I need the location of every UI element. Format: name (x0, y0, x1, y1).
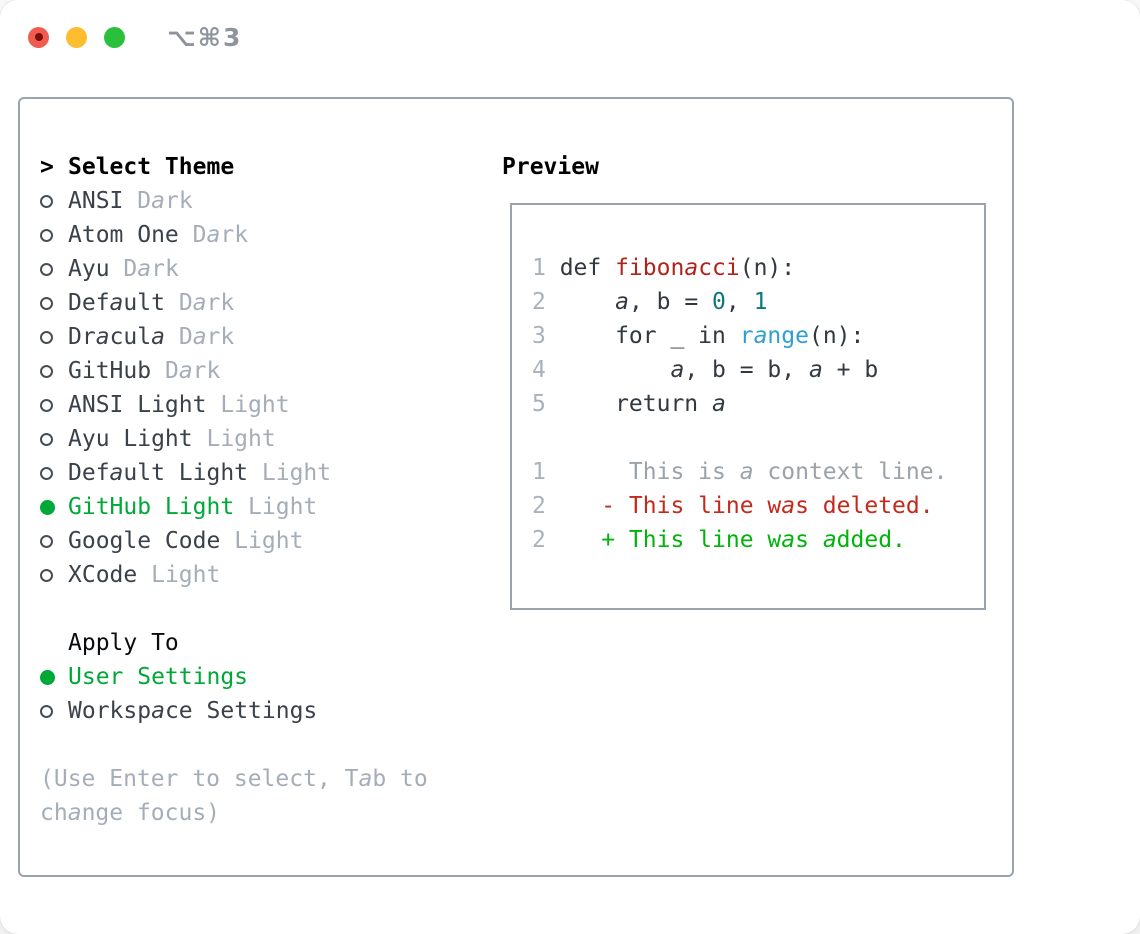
theme-name: Ayu Dark (68, 256, 179, 282)
radio-selected-icon (40, 669, 68, 685)
theme-option-atom-one[interactable]: Atom One Dark (40, 218, 500, 252)
theme-option-dracula[interactable]: Dracula Dark (40, 320, 500, 354)
preview-line: 2 a, b = 0, 1 (532, 285, 984, 319)
line-number: 2 (532, 493, 546, 519)
preview-line: 3 for _ in range(n): (532, 319, 984, 353)
theme-variant-tag: Dark (164, 358, 221, 384)
theme-name: ANSI Light Light (68, 392, 290, 418)
preview-line: 4 a, b = b, a + b (532, 353, 984, 387)
select-theme-title: Select Theme (68, 154, 235, 180)
apply-option-workspace-settings[interactable]: Workspace Settings (40, 694, 500, 728)
radio-icon (40, 704, 68, 718)
apply-to-title: Apply To (68, 630, 179, 656)
theme-option-ayu-light[interactable]: Ayu Light Light (40, 422, 500, 456)
preview-line: 1 This is a context line. (532, 455, 984, 489)
theme-name: GitHub Light Light (68, 494, 318, 520)
theme-option-default[interactable]: Default Dark (40, 286, 500, 320)
radio-selected-icon (40, 499, 68, 515)
line-number: 2 (532, 527, 546, 553)
theme-variant-tag: Light (248, 494, 318, 520)
radio-icon (40, 228, 68, 242)
theme-name: ANSI Dark (68, 188, 193, 214)
radio-icon (40, 364, 68, 378)
line-number: 2 (532, 289, 546, 315)
zoom-button[interactable] (104, 26, 125, 48)
radio-icon (40, 466, 68, 480)
prompt-caret-icon: > (40, 154, 54, 180)
apply-to-header: Apply To (40, 626, 500, 660)
theme-variant-tag: Dark (178, 324, 235, 350)
titlebar: ⌥⌘3 (28, 23, 242, 52)
theme-name: XCode Light (68, 562, 221, 588)
theme-name: Default Dark (68, 290, 235, 316)
theme-option-github[interactable]: GitHub Dark (40, 354, 500, 388)
theme-option-ansi-light[interactable]: ANSI Light Light (40, 388, 500, 422)
spacer-row (40, 592, 500, 626)
preview-title: Preview (502, 154, 599, 180)
spacer-row (40, 728, 500, 762)
theme-option-ayu[interactable]: Ayu Dark (40, 252, 500, 286)
theme-name: GitHub Dark (68, 358, 221, 384)
window-shortcut-title: ⌥⌘3 (167, 22, 243, 52)
theme-name: Google Code Light (68, 528, 304, 554)
theme-variant-tag: Dark (178, 290, 235, 316)
line-number: 5 (532, 391, 546, 417)
close-button[interactable] (28, 26, 49, 48)
preview-line: 5 return a (532, 387, 984, 421)
theme-variant-tag: Light (151, 562, 221, 588)
theme-variant-tag: Dark (123, 256, 179, 282)
keyboard-hint: (Use Enter to select, Tab to change focus… (40, 762, 500, 830)
radio-icon (40, 194, 68, 208)
theme-name: Dracula Dark (68, 324, 235, 350)
radio-icon (40, 432, 68, 446)
blank-line (532, 421, 984, 455)
radio-icon (40, 262, 68, 276)
theme-option-github-light[interactable]: GitHub Light Light (40, 490, 500, 524)
radio-icon (40, 398, 68, 412)
theme-variant-tag: Dark (192, 222, 249, 248)
radio-icon (40, 330, 68, 344)
line-number: 3 (532, 323, 546, 349)
theme-name: Ayu Light Light (68, 426, 276, 452)
theme-option-ansi[interactable]: ANSI Dark (40, 184, 500, 218)
apply-option-label: Workspace Settings (68, 698, 318, 724)
theme-name: Atom One Dark (68, 222, 249, 248)
hint-text-line: (Use Enter to select, Tab to (40, 766, 428, 792)
theme-variant-tag: Light (234, 528, 304, 554)
apply-option-label: User Settings (68, 664, 249, 690)
hint-text-line: change focus) (40, 800, 221, 826)
select-theme-header: > Select Theme (40, 150, 500, 184)
theme-option-default-light[interactable]: Default Light Light (40, 456, 500, 490)
theme-option-google-code[interactable]: Google Code Light (40, 524, 500, 558)
minimize-button[interactable] (66, 26, 87, 48)
line-number: 4 (532, 357, 546, 383)
theme-option-xcode[interactable]: XCode Light (40, 558, 500, 592)
close-button-dot (34, 33, 43, 41)
theme-variant-tag: Light (261, 460, 332, 486)
line-number: 1 (532, 255, 546, 281)
preview-line: 2 + This line was added. (532, 523, 984, 557)
radio-icon (40, 568, 68, 582)
radio-icon (40, 534, 68, 548)
theme-variant-tag: Dark (137, 188, 193, 214)
theme-name: Default Light Light (68, 460, 332, 486)
radio-icon (40, 296, 68, 310)
line-number: 1 (532, 459, 546, 485)
preview-line: 2 - This line was deleted. (532, 489, 984, 523)
theme-variant-tag: Light (206, 426, 276, 452)
apply-option-user-settings[interactable]: User Settings (40, 660, 500, 694)
theme-variant-tag: Light (220, 392, 290, 418)
